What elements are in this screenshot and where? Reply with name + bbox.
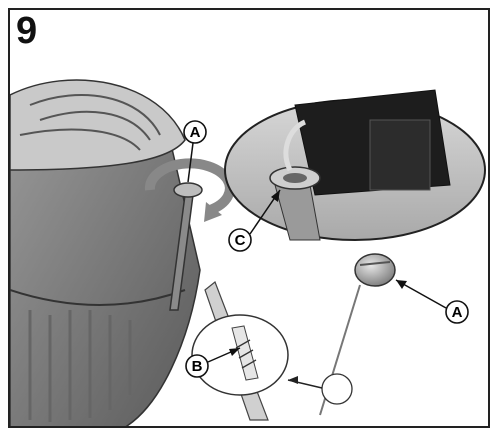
engine-body	[10, 79, 201, 426]
callout-b-label: B	[192, 358, 203, 375]
step-number: 9	[16, 10, 38, 52]
dipstick-tube	[144, 158, 235, 311]
callout-c: C	[228, 189, 281, 252]
dipstick-assembly	[319, 253, 396, 416]
marks-detail	[191, 281, 323, 421]
callout-a-top: A	[183, 120, 207, 183]
callout-c-label: C	[235, 232, 246, 249]
callout-a-cap: A	[395, 279, 469, 324]
callout-a-top-label: A	[190, 124, 201, 141]
figure-frame: 9	[8, 8, 490, 428]
callout-a-cap-label: A	[452, 304, 463, 321]
engine-illustration: A A C B	[10, 79, 486, 426]
tube-closeup-inset	[224, 89, 486, 241]
callout-b: B	[185, 347, 241, 378]
